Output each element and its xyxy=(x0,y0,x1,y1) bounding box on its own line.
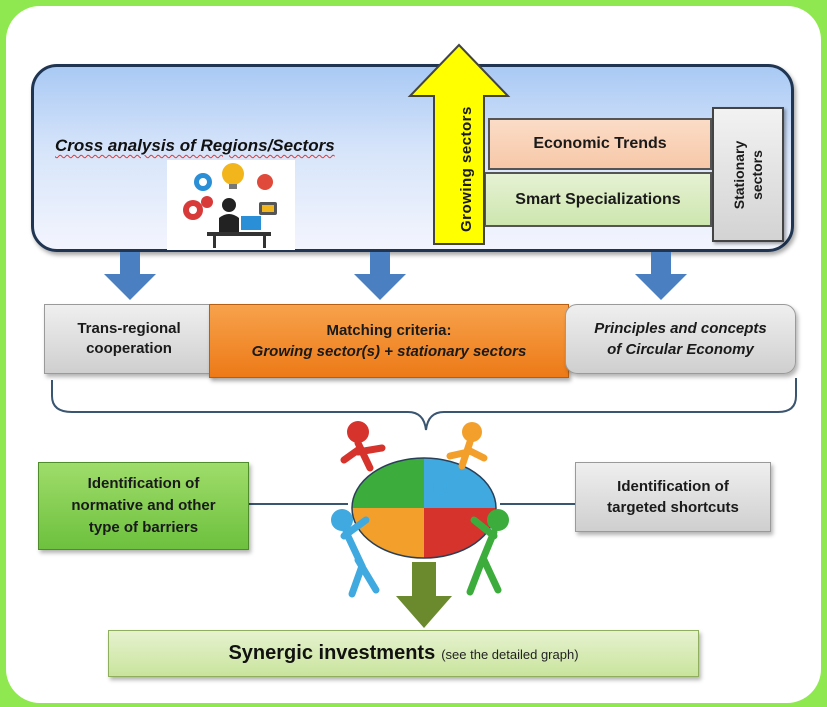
analysis-illustration xyxy=(167,160,295,250)
idea-bulb-icon xyxy=(222,163,244,185)
growing-sectors-arrow xyxy=(407,43,511,245)
merge-bracket xyxy=(51,378,797,431)
growing-sectors-label: Growing sectors xyxy=(458,106,475,232)
cross-analysis-title: Cross analysis of Regions/Sectors xyxy=(55,136,335,155)
economic-trends-box: Economic Trends xyxy=(488,118,712,170)
matching-criteria-box: Matching criteria:Growing sector(s) + st… xyxy=(209,304,569,378)
puzzle-team-icon xyxy=(331,421,509,598)
synergic-investments-box: Synergic investments(see the detailed gr… xyxy=(108,630,699,677)
person-at-desk-icon xyxy=(207,198,271,248)
down-arrow-synergy xyxy=(396,562,452,628)
smart-specializations-box: Smart Specializations xyxy=(484,172,712,227)
down-arrow-center xyxy=(354,252,406,300)
down-arrow-right xyxy=(635,252,687,300)
down-arrow-left xyxy=(104,252,156,300)
